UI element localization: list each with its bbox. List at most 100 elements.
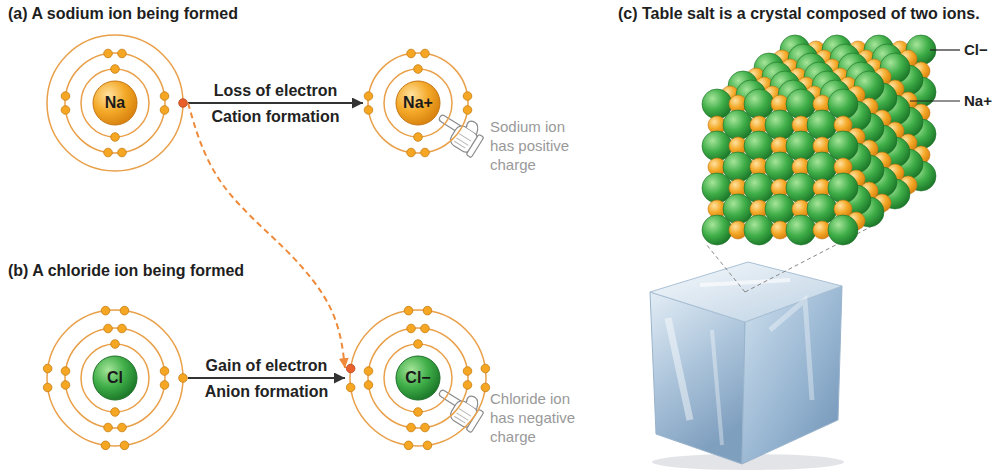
nucleus — [396, 356, 440, 400]
electron — [463, 367, 472, 376]
electron — [61, 92, 70, 101]
salt-cube — [650, 262, 844, 470]
electron — [101, 306, 110, 315]
electron-shell — [81, 69, 149, 137]
electron — [179, 99, 188, 108]
electron — [364, 92, 373, 101]
electron — [414, 65, 423, 74]
process-label: Loss of electron — [214, 81, 338, 100]
cube-streak — [668, 318, 690, 420]
electron — [407, 324, 416, 333]
process-label: Anion formation — [205, 382, 329, 401]
electron-shell — [81, 344, 149, 412]
chloride-sphere — [828, 89, 858, 119]
electron — [407, 423, 416, 432]
electron-shell — [65, 328, 165, 428]
reaction-arrow — [188, 102, 363, 104]
callout-note: Chloride ion has negative charge — [490, 390, 590, 446]
process-label: Cation formation — [212, 107, 340, 126]
ion-label: Cl− — [964, 41, 988, 59]
electron-transfer-arrow — [188, 103, 345, 368]
electron — [421, 423, 430, 432]
ion-label: Na+ — [964, 92, 992, 110]
electron — [120, 306, 129, 315]
leader-line — [930, 49, 960, 50]
electron — [118, 423, 127, 432]
electron — [423, 441, 432, 450]
electron — [346, 364, 355, 373]
electron — [101, 441, 110, 450]
electron-shell — [368, 328, 468, 428]
electron — [111, 65, 120, 74]
panel-title: (a) A sodium ion being formed — [8, 4, 238, 23]
electron — [463, 106, 472, 115]
reaction-arrow — [188, 377, 345, 379]
crystal-lattice — [702, 35, 936, 245]
element-symbol: Na+ — [403, 94, 433, 112]
chloride-sphere — [828, 173, 858, 203]
hand-cuff — [466, 409, 484, 433]
electron-shell — [368, 53, 468, 153]
cube-streak — [700, 280, 790, 285]
leader-line — [910, 100, 960, 101]
electron — [118, 49, 127, 58]
electron — [43, 383, 52, 392]
electron — [61, 367, 70, 376]
electron — [104, 324, 113, 333]
electron — [160, 367, 169, 376]
electron-shell — [384, 69, 452, 137]
electron — [104, 148, 113, 157]
chloride-sphere — [828, 215, 858, 245]
electron — [160, 92, 169, 101]
cube-streak — [712, 330, 722, 445]
electron — [481, 383, 490, 392]
hand-cuff — [466, 134, 484, 158]
leader-lines — [910, 50, 960, 101]
electron — [481, 364, 490, 373]
nucleus — [93, 356, 137, 400]
chloride-sphere — [828, 131, 858, 161]
hand-thumb — [465, 119, 481, 134]
electron-shell — [47, 35, 183, 171]
electron-shell — [384, 344, 452, 412]
cube-streak — [770, 300, 812, 400]
electron — [111, 133, 120, 142]
electron — [414, 408, 423, 417]
panel-title: (c) Table salt is a crystal composed of … — [618, 4, 980, 23]
element-symbol: Cl — [107, 369, 123, 387]
electron — [421, 324, 430, 333]
electron — [404, 441, 413, 450]
atom-model: Na+ — [363, 48, 473, 158]
hand-knuckles — [454, 409, 471, 424]
electron — [61, 381, 70, 390]
electron — [160, 381, 169, 390]
atom-model: Cl — [42, 305, 188, 451]
electron — [104, 49, 113, 58]
electron — [421, 49, 430, 58]
electron-shell — [65, 53, 165, 153]
electron — [364, 381, 373, 390]
process-label: Gain of electron — [206, 356, 328, 375]
electron — [61, 106, 70, 115]
element-symbol: Na — [105, 94, 125, 112]
element-symbol: Cl− — [405, 369, 430, 387]
hand-knuckles — [454, 134, 471, 149]
nucleus — [396, 81, 440, 125]
electron — [421, 148, 430, 157]
electron — [407, 148, 416, 157]
electron — [414, 340, 423, 349]
electron — [364, 367, 373, 376]
callout-note: Sodium ion has positive charge — [490, 118, 590, 174]
electron — [111, 408, 120, 417]
nucleus — [93, 81, 137, 125]
electron — [404, 306, 413, 315]
zoom-line — [706, 244, 745, 292]
atom-model: Na — [42, 30, 188, 176]
electron — [414, 133, 423, 142]
electron — [179, 374, 188, 383]
panel-title: (b) A chloride ion being formed — [8, 261, 244, 280]
atom-model: Cl− — [345, 305, 491, 451]
electron — [407, 49, 416, 58]
electron — [120, 441, 129, 450]
